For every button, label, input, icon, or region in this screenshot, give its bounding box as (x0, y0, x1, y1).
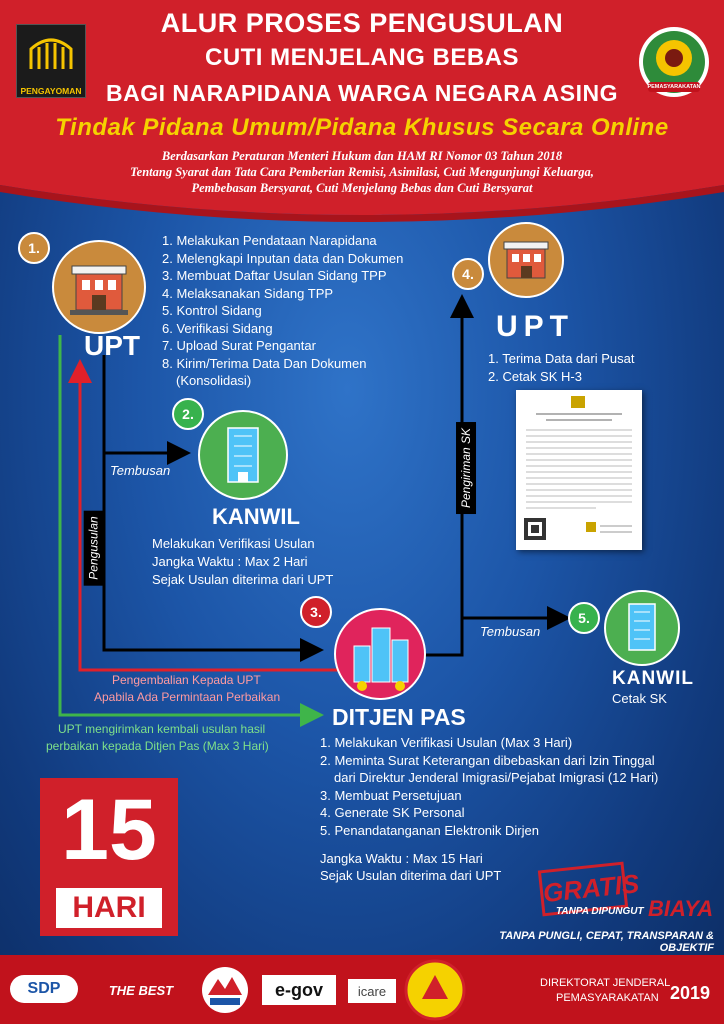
step-3-item: 3. Membuat Persetujuan (320, 787, 462, 803)
arrow-resend-to-ditjen (58, 335, 324, 727)
footer-year: 2019 (670, 983, 711, 1003)
kanwil-5-building-icon (604, 590, 680, 666)
header: PENGAYOMAN PEMASYARAKATAN ALUR PROSES PE… (0, 0, 724, 230)
step-1-item: 6. Verifikasi Sidang (162, 320, 273, 336)
step-3-item: dari Direktur Jenderal Imigrasi/Pejabat … (334, 770, 659, 785)
sk-document-image (516, 390, 642, 550)
duration-unit: HARI (56, 888, 162, 928)
logo-right-text: PEMASYARAKATAN (647, 84, 701, 90)
award-badge-icon (202, 967, 248, 1013)
step-4-number: 4. (452, 258, 484, 290)
step-5-number: 5. (568, 602, 600, 634)
step-1-item: 4. Melaksanakan Sidang TPP (162, 285, 334, 301)
step-3-number: 3. (300, 596, 332, 628)
step-1-label: UPT (84, 330, 140, 361)
step-4-item-2: 2. Cetak SK H-3 (488, 369, 582, 384)
tembusan-label-5: Tembusan (480, 624, 541, 639)
footer: SDP THE BEST e-gov icare DIREKTORAT JEND… (0, 955, 724, 1024)
step-1-list: 1. Melakukan Pendataan Narapidana 2. Mel… (162, 232, 403, 390)
step-1-item: 1. Melakukan Pendataan Narapidana (162, 233, 377, 248)
step-2-line-3: Sejak Usulan diterima dari UPT (152, 572, 334, 587)
step-1-item: 2. Melengkapi Inputan data dan Dokumen (162, 250, 404, 266)
logo-egov: e-gov (262, 975, 336, 1005)
step-1-item: 8. Kirim/Terima Data Dan Dokumen (162, 355, 367, 371)
kembali-line-2: perbaikan kepada Ditjen Pas (Max 3 Hari) (46, 739, 269, 753)
jangka-line-1: Jangka Waktu : Max 15 Hari (320, 851, 483, 866)
step-1-number: 1. (18, 232, 50, 264)
step-3-item: 4. Generate SK Personal (320, 805, 465, 820)
logo-sdp: SDP (10, 975, 78, 1003)
logo-left-text: PENGAYOMAN (20, 86, 82, 96)
title-line-2: CUTI MENJELANG BEBAS (204, 44, 520, 71)
ditjen-building-icon (334, 608, 426, 700)
upt-4-building-icon (488, 222, 564, 298)
arrow-ditjen-to-upt4 (422, 294, 474, 657)
step-2-line-1: Melakukan Verifikasi Usulan (152, 536, 315, 551)
pengayoman-icon (29, 38, 73, 69)
arrow-return-to-upt (68, 359, 338, 672)
step-4-item-1: 1. Terima Data dari Pusat (488, 351, 635, 366)
subtitle-line-1: Berdasarkan Peraturan Menteri Hukum dan … (161, 149, 563, 163)
tembusan-label-2: Tembusan (110, 463, 171, 478)
footer-org-line-1: DIREKTORAT JENDERAL (540, 977, 671, 989)
step-4-label: UPT (496, 310, 574, 343)
gratis-tagline: TANPA PUNGLI, CEPAT, TRANSPARAN & OBJEKT… (499, 930, 714, 954)
step-5-label: KANWIL (612, 668, 694, 689)
pengembalian-line-1: Pengembalian Kepada UPT (112, 673, 261, 687)
duration-number: 15 (61, 782, 157, 878)
duration-badge: 15 HARI (40, 778, 178, 936)
step-3-item: 5. Penandatanganan Elektronik Dirjen (320, 822, 539, 838)
gratis-biaya: BIAYA (648, 896, 714, 921)
step-5-text: Cetak SK (612, 691, 667, 706)
step-3-item: 2. Meminta Surat Keterangan dibebaskan d… (320, 752, 655, 768)
step-3-item: 1. Melakukan Verifikasi Usulan (Max 3 Ha… (320, 735, 573, 750)
step-1-item: 3. Membuat Daftar Usulan Sidang TPP (162, 268, 387, 283)
logo-the-best: THE BEST (108, 982, 174, 998)
logo-pemasyarakatan: PEMASYARAKATAN (636, 24, 712, 104)
pengembalian-line-2: Apabila Ada Permintaan Perbaikan (94, 690, 281, 704)
arrow-upt-to-ditjen (102, 453, 324, 662)
pemasyarakatan-emblem-icon (639, 27, 709, 97)
step-1-item: 5. Kontrol Sidang (162, 303, 262, 318)
pengiriman-sk-label: Pengiriman SK (456, 421, 477, 515)
step-1-item: (Konsolidasi) (176, 373, 252, 388)
jangka-line-2: Sejak Usulan diterima dari UPT (320, 868, 502, 883)
gratis-subtitle: TANPA DIPUNGUT (556, 906, 644, 917)
upt-building-icon (52, 240, 146, 334)
kanwil-building-icon (198, 410, 288, 500)
subtitle-line-3: Pembebasan Bersyarat, Cuti Menjelang Beb… (191, 181, 533, 195)
title-line-1: ALUR PROSES PENGUSULAN (160, 8, 564, 38)
step-2-number: 2. (172, 398, 204, 430)
step-3-list: 1. Melakukan Verifikasi Usulan (Max 3 Ha… (320, 734, 658, 839)
step-2-label: KANWIL (212, 504, 300, 529)
title-line-4: Tindak Pidana Umum/Pidana Khusus Secara … (55, 114, 669, 141)
step-2-line-2: Jangka Waktu : Max 2 Hari (152, 554, 308, 569)
subtitle-line-2: Tentang Syarat dan Tata Cara Pemberian R… (130, 165, 594, 179)
document-icon (524, 396, 632, 540)
logo-icare: icare (348, 979, 396, 1003)
step-1-item: 7. Upload Surat Pengantar (162, 338, 316, 353)
pengusulan-label: Pengusulan (83, 510, 104, 586)
header-background (0, 0, 724, 222)
title-line-3: BAGI NARAPIDANA WARGA NEGARA ASING (106, 80, 618, 106)
step-3-label: DITJEN PAS (332, 704, 466, 730)
logo-pengayoman: PENGAYOMAN (16, 24, 86, 98)
anti-corruption-seal-icon (404, 959, 466, 1021)
kembali-line-1: UPT mengirimkan kembali usulan hasil (58, 722, 266, 736)
footer-org-line-2: PEMASYARAKATAN (556, 992, 659, 1004)
